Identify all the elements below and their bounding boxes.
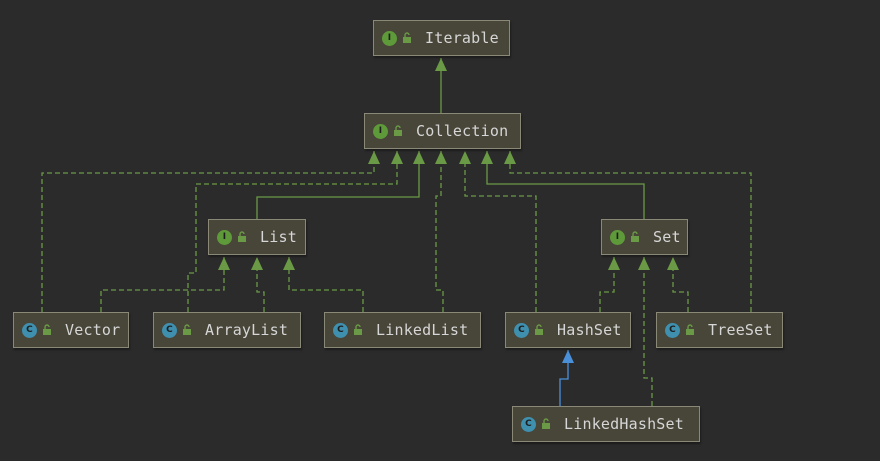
edge-collection-to-iterable — [435, 58, 447, 113]
interface-icon: I — [373, 123, 388, 139]
lock-icon — [631, 231, 639, 242]
node-collection[interactable]: I Collection — [364, 113, 521, 149]
node-label: ArrayList — [205, 321, 289, 339]
lock-icon — [542, 418, 550, 429]
lock-icon — [535, 324, 543, 335]
lock-icon — [403, 32, 411, 43]
edge-linkedhashset-to-hashset — [559, 350, 574, 406]
edge-arraylist-to-list — [251, 257, 265, 312]
edge-hashset-to-collection — [459, 151, 537, 312]
class-icon: C — [665, 322, 680, 338]
arrowhead — [251, 257, 263, 270]
arrowhead — [562, 350, 574, 363]
node-linkedlist[interactable]: C LinkedList — [324, 312, 481, 348]
interface-icon: I — [610, 229, 625, 245]
node-treeset[interactable]: C TreeSet — [656, 312, 783, 348]
lock-icon — [43, 324, 51, 335]
lock-icon — [354, 324, 362, 335]
class-icon: C — [514, 322, 529, 338]
lock-icon — [238, 231, 246, 242]
edge-arraylist-to-collection — [187, 151, 403, 312]
node-label: List — [260, 228, 297, 246]
arrowhead — [435, 58, 447, 71]
arrowhead — [283, 257, 295, 270]
class-icon: C — [22, 322, 37, 338]
lock-icon — [394, 125, 402, 136]
node-label: LinkedList — [376, 321, 469, 339]
node-label: HashSet — [557, 321, 622, 339]
node-label: Vector — [65, 321, 121, 339]
edge-vector-to-collection — [41, 151, 380, 312]
node-label: TreeSet — [708, 321, 773, 339]
class-icon: C — [333, 322, 348, 338]
node-arraylist[interactable]: C ArrayList — [153, 312, 301, 348]
arrowhead — [435, 151, 447, 164]
arrowhead — [368, 151, 380, 164]
lock-icon — [686, 324, 694, 335]
class-icon: C — [162, 322, 177, 338]
node-label: Iterable — [425, 29, 499, 47]
arrowhead — [667, 257, 679, 270]
arrowhead — [638, 257, 650, 270]
node-label: Collection — [416, 122, 509, 140]
arrowhead — [504, 151, 516, 164]
node-linkedhashset[interactable]: C LinkedHashSet — [512, 406, 700, 442]
node-label: LinkedHashSet — [564, 415, 684, 433]
interface-icon: I — [382, 30, 397, 46]
node-list[interactable]: I List — [208, 219, 306, 255]
interface-icon: I — [217, 229, 232, 245]
node-hashset[interactable]: C HashSet — [505, 312, 631, 348]
arrowhead — [608, 257, 620, 270]
arrowhead — [391, 151, 403, 164]
edge-set-to-collection — [481, 151, 645, 219]
arrowhead — [481, 151, 493, 164]
edge-treeset-to-collection — [504, 151, 752, 312]
edge-linkedlist-to-collection — [435, 151, 447, 312]
edge-vector-to-list — [100, 257, 230, 312]
edge-hashset-to-set — [599, 257, 620, 312]
arrowhead — [218, 257, 230, 270]
lock-icon — [183, 324, 191, 335]
node-iterable[interactable]: I Iterable — [373, 20, 510, 56]
node-label: Set — [653, 228, 681, 246]
edge-linkedlist-to-list — [283, 257, 364, 312]
node-vector[interactable]: C Vector — [13, 312, 129, 348]
edge-linkedhashset-to-set — [638, 257, 653, 406]
arrowhead — [459, 151, 471, 164]
edge-list-to-collection — [256, 151, 425, 219]
arrowhead — [413, 151, 425, 164]
node-set[interactable]: I Set — [601, 219, 688, 255]
class-icon: C — [521, 416, 536, 432]
edge-treeset-to-set — [667, 257, 689, 312]
